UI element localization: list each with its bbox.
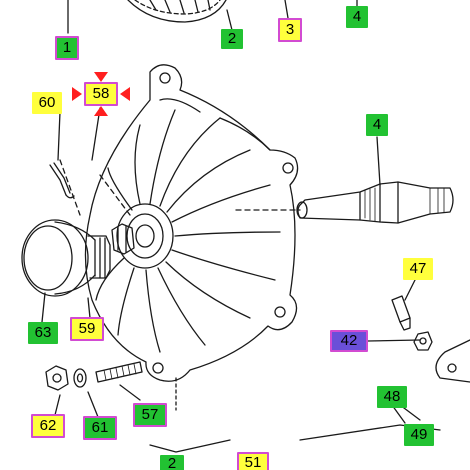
castle-nut (111, 223, 135, 255)
callout-part-61[interactable]: 61 (83, 416, 117, 440)
hub-cap-knob (21, 219, 111, 297)
assembly-lines (59, 159, 301, 216)
callout-part-59[interactable]: 59 (70, 317, 104, 341)
callout-part-48[interactable]: 48 (377, 386, 407, 408)
stub-axle-shaft (296, 181, 454, 224)
washer-61 (73, 368, 87, 388)
callout-part-42[interactable]: 42 (330, 330, 368, 352)
callout-part-4b[interactable]: 4 (366, 114, 388, 136)
callout-part-62[interactable]: 62 (31, 414, 65, 438)
callout-part-2[interactable]: 2 (221, 29, 243, 49)
right-bracket (435, 339, 470, 383)
callout-part-1[interactable]: 1 (55, 36, 79, 60)
callout-part-63[interactable]: 63 (28, 322, 58, 344)
top-drum-part (127, 0, 227, 23)
callout-part-60[interactable]: 60 (32, 92, 62, 114)
leader-lines (41, 0, 421, 424)
selection-marker-icon (72, 72, 130, 116)
callout-part-49[interactable]: 49 (404, 424, 434, 446)
callout-part-58[interactable]: 58 (84, 82, 118, 106)
bolt-47 (391, 295, 411, 331)
stud-57 (95, 361, 143, 383)
brake-backing-plate (84, 64, 299, 382)
callout-part-51[interactable]: 51 (237, 452, 269, 470)
cotter-pin (49, 162, 75, 199)
callout-part-47[interactable]: 47 (403, 258, 433, 280)
callout-part-2b[interactable]: 2 (160, 455, 184, 470)
callout-part-4[interactable]: 4 (346, 6, 368, 28)
nut-62 (45, 365, 69, 391)
callout-part-57[interactable]: 57 (133, 403, 167, 427)
nut-42 (413, 331, 433, 351)
callout-part-3[interactable]: 3 (278, 18, 302, 42)
